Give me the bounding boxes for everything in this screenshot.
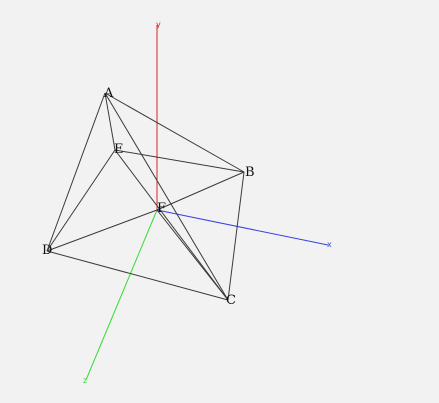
- y-axis-label: y: [156, 20, 161, 29]
- edge-FC: [156, 209, 229, 301]
- edge-AE: [104, 92, 116, 151]
- z-axis: [85, 209, 158, 381]
- vertex-label-A: A: [103, 86, 114, 101]
- edge-AD: [46, 92, 106, 252]
- vertex-label-C: C: [226, 293, 236, 308]
- edge-AC: [104, 92, 229, 301]
- edge-AB: [104, 92, 245, 173]
- edge-EC: [114, 149, 229, 301]
- edge-DF: [46, 209, 158, 252]
- edge-BC: [227, 171, 245, 301]
- x-axis-label: x: [327, 240, 332, 249]
- z-axis-label: z: [83, 376, 87, 385]
- edge-EB: [114, 149, 245, 173]
- vertex-label-B: B: [245, 165, 255, 180]
- edge-BF: [156, 171, 245, 211]
- edge-DC: [46, 250, 229, 301]
- x-axis: [156, 209, 329, 246]
- vertex-label-F: F: [157, 201, 166, 216]
- vertex-label-D: D: [42, 243, 52, 258]
- vertex-label-E: E: [114, 142, 124, 157]
- edge-ED: [46, 149, 116, 252]
